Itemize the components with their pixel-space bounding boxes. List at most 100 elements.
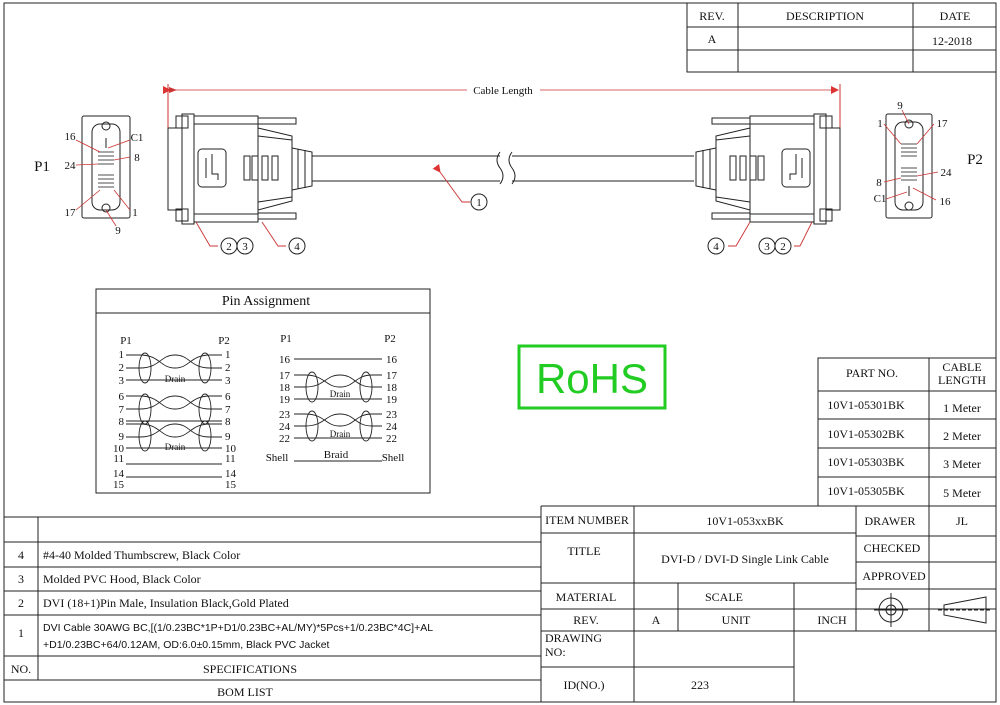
callout-leaders xyxy=(195,163,813,247)
p1-pin-8: 8 xyxy=(134,152,140,164)
pin-left-header-p1: P1 xyxy=(120,335,132,347)
description-header: DESCRIPTION xyxy=(786,9,864,23)
pin-left-14: 14 xyxy=(113,468,125,480)
approved-label: APPROVED xyxy=(862,569,926,583)
pin-right-14: 14 xyxy=(225,468,237,480)
p2-pin-24: 24 xyxy=(941,167,953,179)
sheet-border xyxy=(3,2,997,703)
pin-left-6: 6 xyxy=(119,391,125,403)
item-number-label: ITEM NUMBER xyxy=(545,513,629,527)
p1-face-view xyxy=(81,115,131,219)
rev-header: REV. xyxy=(699,9,724,23)
pin-r-17: 17 xyxy=(279,370,291,382)
title-label: TITLE xyxy=(567,544,600,558)
shell-label-left: Shell xyxy=(266,452,289,464)
callout-1: 1 xyxy=(476,197,482,209)
rev-label: REV. xyxy=(573,613,598,627)
pin-left-2: 2 xyxy=(119,362,125,374)
p1-connector-side-view xyxy=(167,113,313,225)
length-3: 3 Meter xyxy=(943,457,981,471)
p1-pin-24: 24 xyxy=(65,160,77,172)
bom-spec-4: #4-40 Molded Thumbscrew, Black Color xyxy=(43,548,240,562)
date-header: DATE xyxy=(940,9,971,23)
length-4: 5 Meter xyxy=(943,486,981,500)
pin-left-3: 3 xyxy=(119,375,125,387)
bom-no-3: 3 xyxy=(18,572,24,586)
braid-label: Braid xyxy=(324,449,349,461)
pin-right-9: 9 xyxy=(225,431,231,443)
bom-spec-3: Molded PVC Hood, Black Color xyxy=(43,572,201,586)
p1-pin-9: 9 xyxy=(115,225,121,237)
p2-pin-17: 17 xyxy=(937,118,949,130)
pin-right-header-p2: P2 xyxy=(384,333,396,345)
pin-right-3: 3 xyxy=(225,375,231,387)
date-value: 12-2018 xyxy=(932,34,972,48)
pin-r-18: 18 xyxy=(279,382,291,394)
p2-pin-leaders xyxy=(883,109,939,201)
drawer-label: DRAWER xyxy=(864,514,915,528)
drain-label-2: Drain xyxy=(165,442,186,452)
rev-value: A xyxy=(708,32,717,46)
length-2: 2 Meter xyxy=(943,429,981,443)
pin-r-24: 24 xyxy=(279,421,291,433)
rev-block-value: A xyxy=(652,613,661,627)
p2-face-view xyxy=(885,113,933,219)
pin-assignment-title: Pin Assignment xyxy=(222,294,310,309)
pin-r2-23: 23 xyxy=(386,409,398,421)
pin-r2-22: 22 xyxy=(386,433,397,445)
pin-right-2: 2 xyxy=(225,362,231,374)
pin-r2-24: 24 xyxy=(386,421,398,433)
scale-label: SCALE xyxy=(705,590,743,604)
pin-r-23: 23 xyxy=(279,409,291,421)
pin-r-16: 16 xyxy=(279,354,291,366)
p2-pin-16: 16 xyxy=(940,196,952,208)
rohs-label: RoHS xyxy=(536,355,648,402)
pin-right-7: 7 xyxy=(225,404,231,416)
p1-pin-16: 16 xyxy=(65,131,77,143)
bom-spec-header: SPECIFICATIONS xyxy=(203,662,297,676)
drawing-no-label-1: DRAWING xyxy=(545,631,602,645)
pin-assignment-box xyxy=(95,288,431,494)
unit-label: UNIT xyxy=(722,613,751,627)
pin-r-22: 22 xyxy=(279,433,290,445)
p2-pin-9: 9 xyxy=(897,100,903,112)
pin-right-1: 1 xyxy=(225,349,231,361)
drawer-value: JL xyxy=(956,514,968,528)
bom-spec-2: DVI (18+1)Pin Male, Insulation Black,Gol… xyxy=(43,596,289,610)
pin-left-header-p2: P2 xyxy=(218,335,230,347)
callout-4-right: 4 xyxy=(713,241,719,253)
taper-projection-icon xyxy=(938,596,992,624)
p2-connector-side-view xyxy=(695,113,841,225)
pin-left-8: 8 xyxy=(119,416,125,428)
pin-r-19: 19 xyxy=(279,394,291,406)
cable-length-header-line2: LENGTH xyxy=(938,373,986,387)
p1-pin-leaders xyxy=(75,139,131,227)
first-angle-projection-icon xyxy=(874,593,908,627)
bom-table xyxy=(4,506,542,702)
p2-pin-c1: C1 xyxy=(874,193,887,205)
callout-2-left: 2 xyxy=(226,241,232,253)
pin-left-7: 7 xyxy=(119,404,125,416)
pin-left-15: 15 xyxy=(113,479,125,491)
id-value: 223 xyxy=(691,678,709,692)
bom-spec-1-line1: DVI Cable 30AWG BC,[(1/0.23BC*1P+D1/0.23… xyxy=(43,622,433,634)
checked-label: CHECKED xyxy=(864,541,921,555)
p2-pin-8: 8 xyxy=(876,177,882,189)
callout-2-right: 2 xyxy=(780,241,786,253)
callout-3-right: 3 xyxy=(764,241,770,253)
item-number-value: 10V1-053xxBK xyxy=(706,514,784,528)
pin-left-10: 10 xyxy=(113,443,125,455)
pin-right-15: 15 xyxy=(225,479,237,491)
id-label: ID(NO.) xyxy=(564,678,605,692)
material-label: MATERIAL xyxy=(556,590,617,604)
p1-pin-1: 1 xyxy=(132,207,138,219)
drawing-no-label-2: NO: xyxy=(545,645,566,659)
part-no-1: 10V1-05301BK xyxy=(827,398,905,412)
pin-right-11: 11 xyxy=(225,453,236,465)
drain-label-1: Drain xyxy=(165,374,186,384)
part-no-4: 10V1-05305BK xyxy=(827,484,905,498)
p2-pin-1: 1 xyxy=(877,118,883,130)
part-rows: 10V1-05301BK 1 Meter 10V1-05302BK 2 Mete… xyxy=(827,398,981,500)
title-block xyxy=(541,505,996,702)
